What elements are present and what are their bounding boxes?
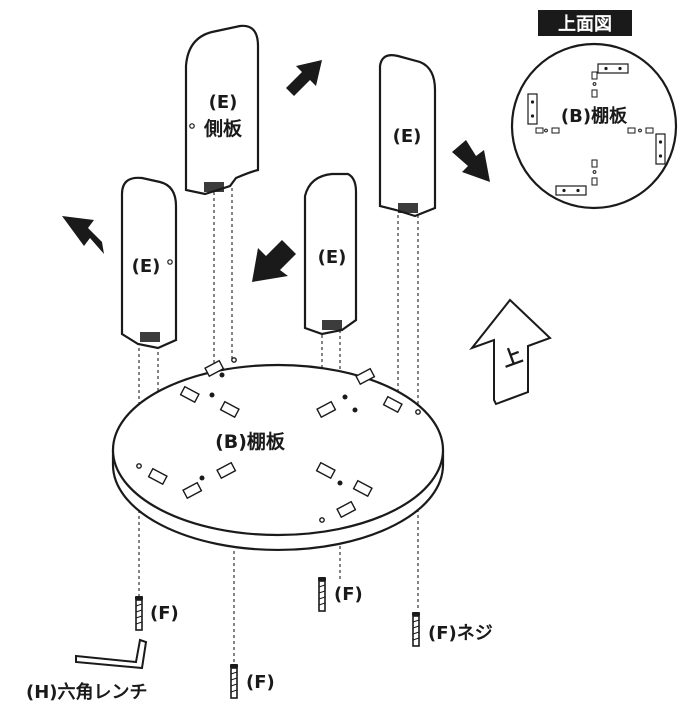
screw-left: (F) (135, 596, 179, 631)
arrow-icons (62, 60, 490, 282)
screw-right: (F)ネジ (412, 612, 493, 647)
hex-wrench-icon (75, 638, 148, 670)
shelf-label: (B)棚板 (215, 430, 286, 453)
panel-e-label-1: (E) (209, 92, 238, 113)
arrow-up-right-icon (286, 60, 322, 96)
up-direction-arrow: 上 (469, 298, 552, 406)
side-panel-middle: (E) (303, 172, 358, 336)
screw-bottom: (F) (230, 664, 275, 699)
screw-label-2: (F) (334, 584, 363, 605)
top-view-inset: 上面図 (B)棚板 (510, 10, 678, 210)
side-panel-top-left: (E) 側板 (184, 24, 260, 196)
hex-wrench: (H)六角レンチ (26, 638, 148, 703)
panel-e-label-4: (E) (318, 247, 347, 268)
top-view-shelf-label: (B)棚板 (561, 105, 628, 127)
screw-name-label: (F)ネジ (428, 623, 493, 644)
side-panel-name: 側板 (203, 117, 243, 140)
top-view-title: 上面図 (558, 14, 612, 35)
panel-e-label-3: (E) (132, 256, 161, 277)
side-panel-left: (E) (120, 176, 178, 350)
wrench-label: (H)六角レンチ (26, 681, 148, 703)
panel-e-label-2: (E) (393, 126, 422, 147)
arrow-up-left-icon (62, 216, 104, 254)
arrow-down-left-icon (252, 240, 296, 282)
screw-label-1: (F) (150, 603, 179, 624)
screw-middle: (F) (318, 577, 363, 612)
shelf-board: (B)棚板 (111, 357, 445, 552)
up-arrow-icon (469, 298, 552, 406)
arrow-down-right-icon (452, 140, 490, 182)
screw-label-3: (F) (246, 672, 275, 693)
side-panel-top-right: (E) (378, 54, 437, 218)
